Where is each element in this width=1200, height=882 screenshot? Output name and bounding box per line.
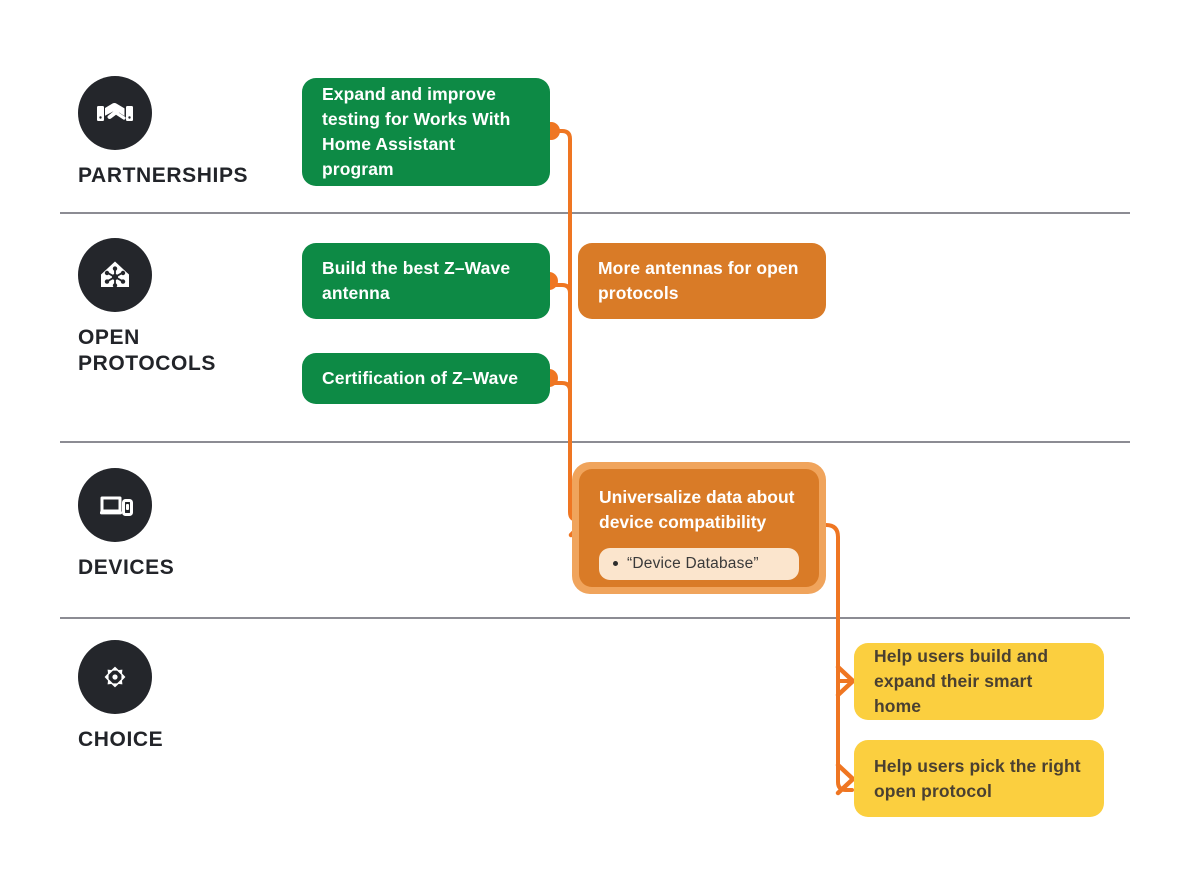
row-title-open-protocols: OPEN PROTOCOLS <box>78 326 217 375</box>
card-works-with[interactable]: Expand and improve testing for Works Wit… <box>302 78 550 186</box>
card-help-pick-protocol-text: Help users pick the right open protocol <box>874 755 1081 801</box>
row-devices: DEVICES <box>78 468 174 581</box>
card-more-antennas[interactable]: More antennas for open protocols <box>578 243 826 319</box>
branch-connector-line <box>824 523 854 792</box>
card-universalize-data-subitem-text: “Device Database” <box>627 554 759 572</box>
card-universalize-data-text: Universalize data about device compatibi… <box>599 487 795 532</box>
home-assistant-house-icon <box>78 238 152 312</box>
row-partnerships: PARTNERSHIPS <box>78 76 248 189</box>
card-universalize-data-inner: Universalize data about device compatibi… <box>579 469 819 587</box>
row-title-devices: DEVICES <box>78 556 175 579</box>
card-universalize-data-subitem[interactable]: “Device Database” <box>599 547 799 580</box>
bullet-icon <box>613 561 618 567</box>
card-more-antennas-text: More antennas for open protocols <box>598 258 799 303</box>
card-zwave-antenna[interactable]: Build the best Z–Wave antenna <box>302 243 550 319</box>
card-help-pick-protocol[interactable]: Help users pick the right open protocol <box>854 740 1104 817</box>
divider-open-protocols <box>60 441 1130 443</box>
laptop-phone-icon <box>78 468 152 542</box>
stub-connector-antenna <box>550 283 572 295</box>
card-zwave-certification-text: Certification of Z–Wave <box>322 368 519 389</box>
trunk-connector-line <box>552 129 587 522</box>
row-title-partnerships: PARTNERSHIPS <box>78 164 249 187</box>
card-universalize-data[interactable]: Universalize data about device compatibi… <box>572 462 826 594</box>
stub-connector-certification <box>550 381 572 393</box>
card-zwave-certification[interactable]: Certification of Z–Wave <box>302 353 550 404</box>
handshake-icon <box>78 76 152 150</box>
row-choice: CHOICE <box>78 640 163 753</box>
burst-wheel-icon <box>78 640 152 714</box>
row-open-protocols: OPEN PROTOCOLS <box>78 238 216 376</box>
card-help-build-expand[interactable]: Help users build and expand their smart … <box>854 643 1104 720</box>
arrow-into-help-build <box>835 664 856 698</box>
divider-partnerships <box>60 212 1130 214</box>
row-title-choice: CHOICE <box>78 728 164 751</box>
arrow-into-help-pick <box>835 762 856 796</box>
divider-devices <box>60 617 1130 619</box>
card-help-build-expand-text: Help users build and expand their smart … <box>874 646 1049 716</box>
card-works-with-text: Expand and improve testing for Works Wit… <box>322 84 511 179</box>
card-zwave-antenna-text: Build the best Z–Wave antenna <box>322 258 511 303</box>
